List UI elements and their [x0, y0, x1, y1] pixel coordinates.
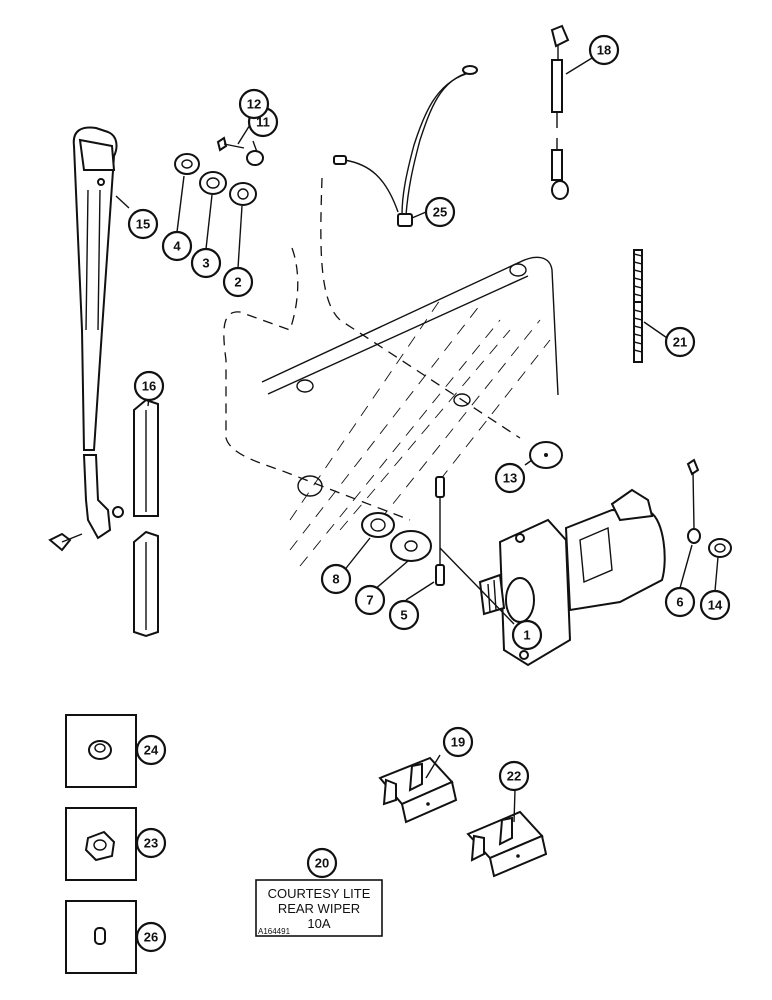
svg-text:3: 3	[202, 256, 209, 271]
wiper-motor	[478, 488, 666, 667]
inset-part-24	[65, 714, 137, 788]
svg-text:6: 6	[676, 595, 683, 610]
fuse-19	[378, 756, 458, 824]
wire-harness	[333, 65, 478, 227]
callout-3: 3	[190, 247, 222, 279]
callout-1: 1	[511, 619, 543, 651]
callout-21: 21	[664, 326, 696, 358]
fuse-22	[466, 810, 548, 878]
svg-text:24: 24	[144, 743, 159, 758]
callout-2: 2	[222, 266, 254, 298]
callout-6: 6	[664, 586, 696, 618]
svg-text:25: 25	[433, 205, 447, 220]
decal-line-2: REAR WIPER	[278, 901, 360, 916]
callout-7: 7	[354, 584, 386, 616]
callout-22: 22	[498, 760, 530, 792]
callout-18: 18	[588, 34, 620, 66]
inset-part-26	[65, 900, 137, 974]
callout-5: 5	[388, 599, 420, 631]
callout-23: 23	[135, 827, 167, 859]
svg-text:26: 26	[144, 930, 158, 945]
callout-25: 25	[424, 196, 456, 228]
mounting-hardware	[174, 136, 264, 206]
fuse-wire	[550, 24, 570, 200]
callout-24: 24	[135, 734, 167, 766]
callout-16: 16	[133, 370, 165, 402]
fuse-decal: COURTESY LITE REAR WIPER 10A A164491	[255, 879, 383, 937]
svg-text:11: 11	[256, 115, 270, 130]
svg-text:13: 13	[503, 471, 517, 486]
callout-20: 20	[306, 847, 338, 879]
decal-line-3: 10A	[307, 916, 330, 931]
spring-strip	[633, 249, 643, 363]
svg-text:19: 19	[451, 735, 465, 750]
decal-code: A164491	[258, 927, 291, 936]
svg-text:8: 8	[332, 572, 339, 587]
svg-text:23: 23	[144, 836, 158, 851]
svg-text:16: 16	[142, 379, 156, 394]
svg-text:14: 14	[708, 598, 723, 613]
svg-text:21: 21	[673, 335, 687, 350]
connector-wire	[435, 476, 445, 586]
wiper-arm	[48, 126, 124, 552]
rear-window-glass	[223, 177, 559, 567]
callout-26: 26	[135, 921, 167, 953]
svg-text:22: 22	[507, 769, 521, 784]
ground-wire-and-nut	[686, 458, 732, 558]
svg-text:20: 20	[315, 856, 329, 871]
svg-text:15: 15	[136, 217, 150, 232]
svg-text:4: 4	[173, 239, 181, 254]
svg-text:1: 1	[523, 628, 530, 643]
callout-15: 15	[127, 208, 159, 240]
callout-19: 19	[442, 726, 474, 758]
svg-text:2: 2	[234, 275, 241, 290]
decal-line-1: COURTESY LITE	[268, 886, 371, 901]
callout-12: 12	[238, 88, 270, 120]
svg-text:5: 5	[400, 608, 407, 623]
svg-text:12: 12	[247, 97, 261, 112]
svg-text:7: 7	[366, 593, 373, 608]
inset-part-23	[65, 807, 137, 881]
callout-4: 4	[161, 230, 193, 262]
motor-mount-hardware	[361, 441, 563, 562]
svg-text:18: 18	[597, 43, 611, 58]
callout-8: 8	[320, 563, 352, 595]
callout-13: 13	[494, 462, 526, 494]
callout-14: 14	[699, 589, 731, 621]
wiper-blade	[133, 398, 159, 638]
